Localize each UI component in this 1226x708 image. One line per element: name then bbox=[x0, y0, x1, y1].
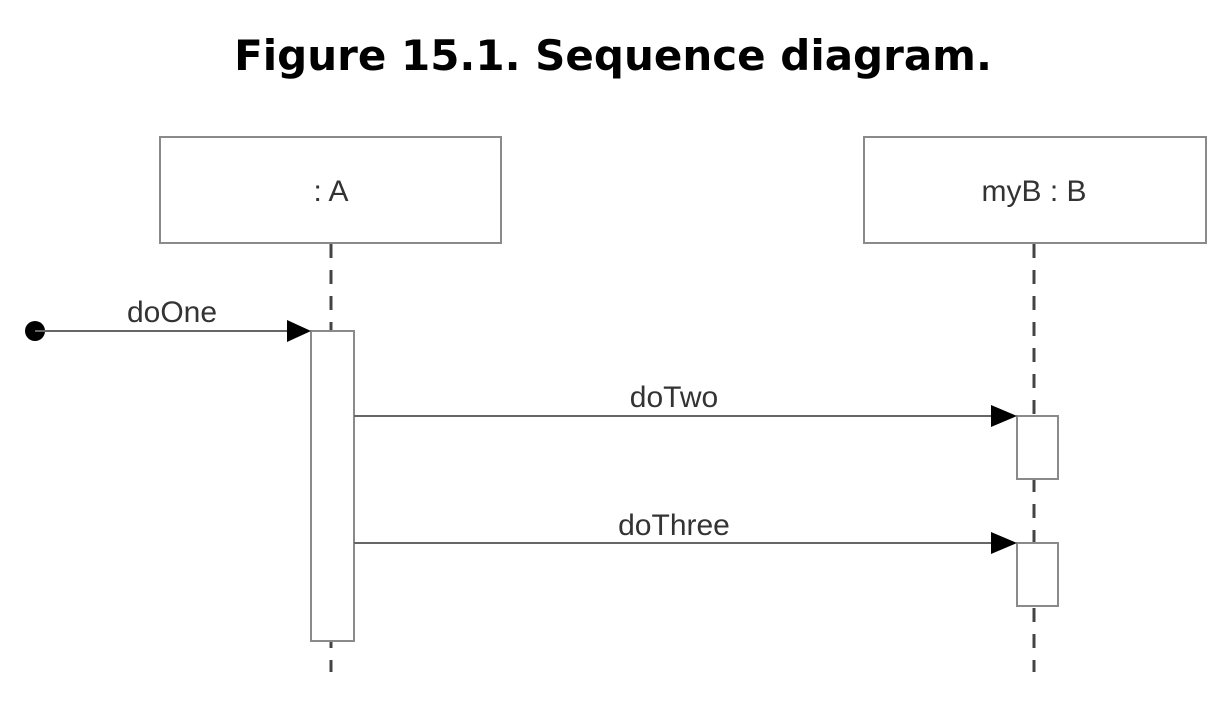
figure-title: Figure 15.1. Sequence diagram. bbox=[234, 31, 992, 80]
message-doone-label: doOne bbox=[127, 296, 217, 329]
message-doone-arrowhead bbox=[287, 320, 311, 342]
message-dotwo-arrowhead bbox=[991, 405, 1017, 427]
participant-myb-box bbox=[863, 136, 1207, 244]
activation-bar-myb-dotwo bbox=[1016, 415, 1059, 480]
message-doone: doOne bbox=[25, 296, 311, 342]
participant-myb-label: myB : B bbox=[981, 175, 1086, 208]
participant-myb: myB : B bbox=[863, 136, 1207, 244]
message-dotwo: doTwo bbox=[354, 381, 1017, 427]
message-dothree: doThree bbox=[354, 509, 1017, 554]
activation-bar-a bbox=[310, 330, 355, 642]
participant-a: : A bbox=[159, 136, 502, 244]
participant-a-label: : A bbox=[313, 175, 348, 208]
message-dotwo-label: doTwo bbox=[630, 381, 718, 414]
message-dothree-label: doThree bbox=[618, 509, 730, 542]
participant-a-box bbox=[159, 136, 502, 244]
activation-bar-myb-dothree bbox=[1016, 542, 1059, 607]
message-dothree-arrowhead bbox=[991, 532, 1017, 554]
